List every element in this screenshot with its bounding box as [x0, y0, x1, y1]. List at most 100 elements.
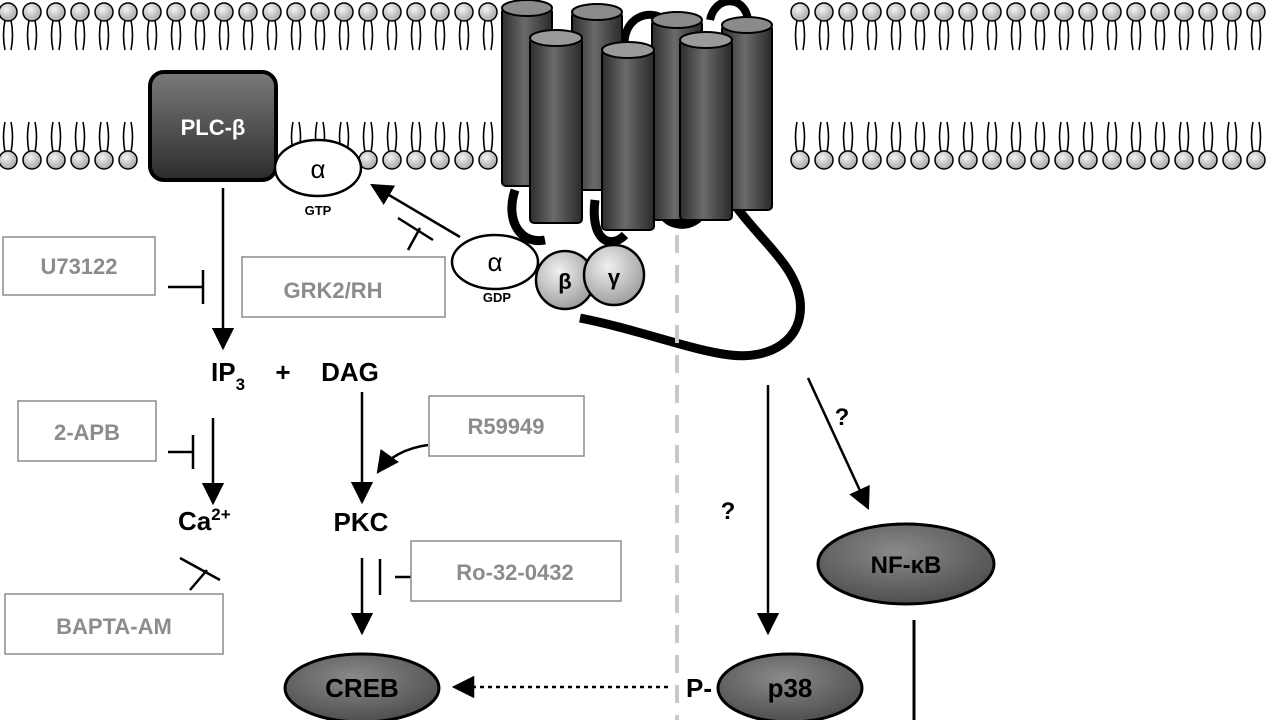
calcium-label: Ca2+ — [178, 505, 231, 536]
lipid-molecule — [454, 2, 474, 51]
inhibitor-ro-box: Ro-32-0432 — [410, 540, 622, 602]
lipid-molecule — [94, 121, 114, 170]
inhibitor-u73122-box: U73122 — [2, 236, 156, 296]
lipid-molecule — [1198, 121, 1218, 170]
lipid-molecule — [262, 2, 282, 51]
arrow-receptor-to-nfkb — [806, 377, 870, 511]
g-alpha-gdp-symbol: α — [487, 247, 502, 277]
p38-label: p38 — [768, 673, 813, 703]
inhibitor-u73122-label: U73122 — [40, 254, 117, 279]
g-beta-symbol: β — [558, 269, 571, 294]
p38-node: p38 — [716, 652, 864, 720]
plc-beta-node: PLC-β — [148, 70, 278, 182]
lipid-molecule — [118, 121, 138, 170]
pkc-label: PKC — [334, 507, 389, 537]
gdp-label: GDP — [483, 290, 512, 305]
inhibition-u73122 — [168, 270, 205, 304]
lipid-molecule — [1126, 2, 1146, 51]
g-alpha-gtp-symbol: α — [310, 154, 325, 184]
lipid-molecule — [1222, 121, 1242, 170]
inhibitor-2apb-label: 2-APB — [54, 420, 120, 445]
lipid-molecule — [214, 2, 234, 51]
helix-tm6 — [679, 31, 733, 221]
lipid-molecule — [454, 121, 474, 170]
lipid-molecule — [310, 2, 330, 51]
lipid-molecule — [430, 2, 450, 51]
lipid-molecule — [1174, 121, 1194, 170]
inhibitor-bapta-label: BAPTA-AM — [56, 614, 172, 639]
lipid-molecule — [790, 121, 810, 170]
lipid-molecule — [934, 2, 954, 51]
helix-tm2 — [529, 29, 583, 224]
lipid-molecule — [790, 2, 810, 51]
inhibitor-boxes: U73122 GRK2/RH 2-APB R59949 Ro-32-0432 B… — [2, 236, 622, 655]
lipid-molecule — [358, 2, 378, 51]
lipid-molecule — [430, 121, 450, 170]
gtp-label: GTP — [305, 203, 332, 218]
lipid-molecule — [982, 121, 1002, 170]
p38-phospho-prefix: P- — [686, 673, 712, 703]
g-gamma-symbol: γ — [608, 265, 621, 290]
g-gamma-subunit — [582, 243, 646, 307]
lipid-molecule — [22, 2, 42, 51]
lipid-molecule — [1030, 121, 1050, 170]
plc-beta-label: PLC-β — [181, 115, 246, 140]
inhibitor-ro-label: Ro-32-0432 — [456, 560, 573, 585]
dag-label: DAG — [321, 357, 379, 387]
lipid-molecule — [94, 2, 114, 51]
lipid-molecule — [118, 2, 138, 51]
unknown-link-nfkb: ? — [835, 404, 850, 431]
lipid-molecule — [1150, 2, 1170, 51]
lipid-molecule — [1198, 2, 1218, 51]
lipid-molecule — [814, 2, 834, 51]
lipid-molecule — [1054, 121, 1074, 170]
lipid-molecule — [1126, 121, 1146, 170]
lipid-molecule — [190, 2, 210, 51]
ip3-label: IP3 — [211, 357, 245, 394]
unknown-link-p38: ? — [721, 498, 736, 525]
lipid-molecule — [0, 2, 18, 51]
creb-label: CREB — [325, 673, 399, 703]
lipid-molecule — [886, 121, 906, 170]
inhibitor-2apb-box: 2-APB — [17, 400, 157, 462]
lipid-molecule — [1006, 2, 1026, 51]
lipid-molecule — [406, 121, 426, 170]
lipid-molecule — [478, 121, 498, 170]
lipid-molecule — [838, 2, 858, 51]
arrow-r59949-to-pkc — [376, 443, 429, 474]
lipid-molecule — [1102, 2, 1122, 51]
intracellular-loop-1 — [507, 188, 546, 246]
lipid-molecule — [934, 121, 954, 170]
lipid-molecule — [910, 2, 930, 51]
lipid-molecule — [46, 121, 66, 170]
lipid-molecule — [886, 2, 906, 51]
lipid-molecule — [1222, 2, 1242, 51]
lipid-molecule — [46, 2, 66, 51]
lipid-molecule — [478, 2, 498, 51]
lipid-molecule — [862, 2, 882, 51]
lipid-molecule — [838, 121, 858, 170]
lipid-molecule — [1054, 2, 1074, 51]
g-alpha-gdp-node — [450, 233, 540, 291]
lipid-molecule — [142, 2, 162, 51]
lipid-molecule — [286, 2, 306, 51]
lipid-molecule — [382, 2, 402, 51]
lipid-molecule — [70, 2, 90, 51]
lipid-molecule — [814, 121, 834, 170]
inhibitor-grk2-box: GRK2/RH — [241, 256, 446, 318]
lipid-molecule — [166, 2, 186, 51]
c-terminal-tail — [579, 202, 805, 361]
nfkb-node: NF-κB — [816, 522, 996, 606]
g-protein-heterotrimer: α GDP β γ — [450, 233, 646, 311]
helix-tm7 — [721, 16, 773, 211]
lipid-molecule — [1150, 121, 1170, 170]
lipid-molecule — [358, 121, 378, 170]
intracellular-loop-2 — [589, 199, 629, 247]
inhibition-2apb — [168, 435, 195, 469]
creb-node: CREB — [283, 652, 441, 720]
nfkb-label: NF-κB — [871, 552, 942, 579]
lipid-molecule — [238, 2, 258, 51]
inhibitor-grk2-label: GRK2/RH — [283, 278, 382, 303]
inhibition-bapta — [179, 556, 221, 591]
